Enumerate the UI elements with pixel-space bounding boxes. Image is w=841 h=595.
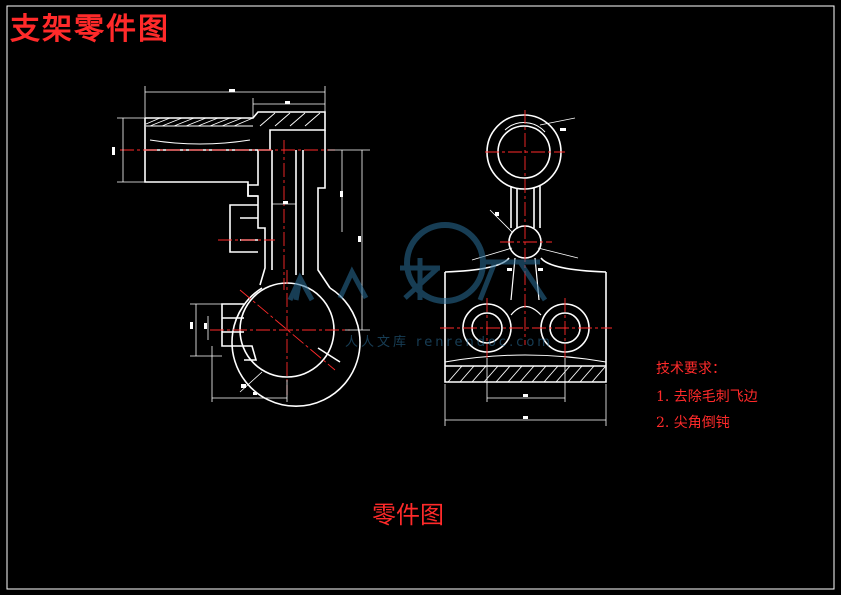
- dim-label-mark: [204, 323, 207, 329]
- tube-hatch: [145, 112, 321, 127]
- dim-label-mark: [241, 384, 246, 388]
- clamp-lug: [221, 303, 258, 361]
- dim-label-mark: [112, 147, 115, 155]
- tech-requirements-heading: 技术要求：: [656, 361, 726, 377]
- watermark: 人人文库 renrendoc.com: [287, 222, 553, 350]
- dim-label-mark: [229, 89, 235, 92]
- dim-label-mark: [285, 101, 290, 104]
- watermark-text: 人人文库 renrendoc.com: [345, 334, 553, 350]
- left-view: [144, 111, 361, 408]
- base-inner-curve: [444, 354, 607, 363]
- side-boss: [229, 204, 258, 253]
- tech-requirement-item-2: 2. 尖角倒钝: [656, 415, 730, 431]
- left-dimensions: [117, 86, 370, 402]
- dim-label-mark: [495, 212, 499, 216]
- dim-label-mark: [523, 394, 528, 397]
- arm-outline: [247, 150, 266, 286]
- left-dim-labels: [112, 89, 361, 395]
- tube-outline: [144, 111, 326, 151]
- tech-requirement-item-1: 1. 去除毛刺飞边: [656, 389, 758, 405]
- left-centerlines: [120, 140, 350, 395]
- dim-label-mark: [507, 268, 512, 271]
- dim-label-mark: [538, 268, 543, 271]
- right-fillet: [540, 257, 607, 273]
- dim-label-mark: [340, 191, 343, 197]
- right-dim-labels: [495, 128, 566, 419]
- drawing-title: 支架零件图: [10, 12, 170, 47]
- dim-label-mark: [358, 236, 361, 242]
- tube-inner-curve: [149, 139, 251, 145]
- right-dimensions: [444, 117, 607, 426]
- right-centerlines: [440, 110, 612, 360]
- base-hatch: [447, 365, 606, 383]
- drawing-caption: 零件图: [372, 501, 444, 529]
- base-block: [444, 272, 607, 383]
- dim-label-mark: [560, 128, 566, 131]
- dim-label-mark: [253, 392, 257, 395]
- arm-right-outline: [317, 130, 331, 289]
- lower-ring-outer: [231, 287, 361, 408]
- tube-lower-outline: [144, 150, 258, 197]
- sheet-border: [6, 5, 835, 590]
- dim-label-mark: [190, 322, 193, 329]
- dim-label-mark: [283, 201, 288, 204]
- dim-label-mark: [523, 416, 528, 419]
